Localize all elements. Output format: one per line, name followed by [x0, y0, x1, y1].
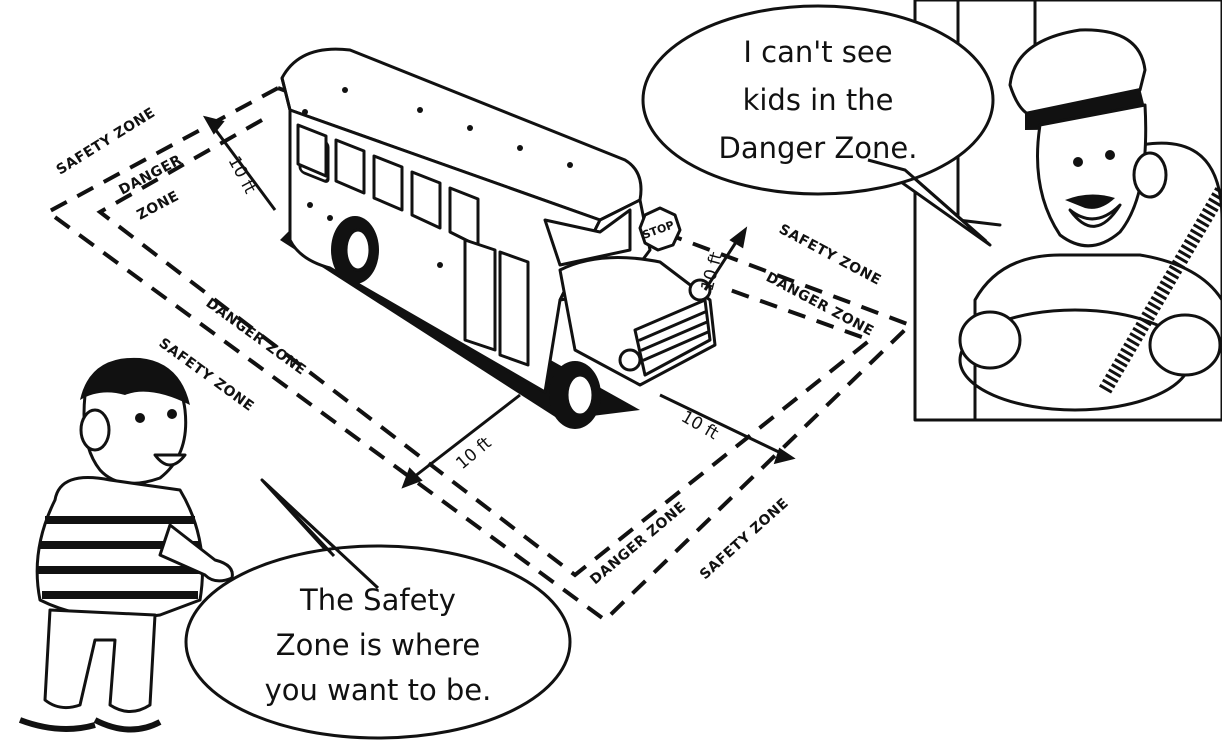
driver-speech-bubble: I can't see kids in the Danger Zone.	[641, 4, 995, 247]
label-danger-zone-front-right: DANGER ZONE	[763, 269, 876, 339]
kid-bubble-line-3: you want to be.	[265, 673, 492, 707]
kid-character	[18, 357, 234, 733]
label-safety-zone-front-right: SAFETY ZONE	[776, 221, 884, 288]
measure-side-left: 10 ft	[452, 433, 495, 474]
kid-bubble-line-1: The Safety	[299, 583, 456, 617]
measure-front: 10 ft	[698, 250, 728, 294]
driver-bubble-line-2: kids in the	[743, 83, 894, 117]
label-safety-zone-bottom: SAFETY ZONE	[697, 495, 792, 583]
measurement-arrows	[202, 115, 796, 489]
label-danger-zone-bottom: DANGER ZONE	[587, 499, 689, 588]
driver-bubble-line-3: Danger Zone.	[719, 131, 918, 165]
measure-rear: 10 ft	[224, 153, 260, 197]
driver-bubble-line-1: I can't see	[743, 35, 892, 69]
kid-bubble-line-2: Zone is where	[276, 628, 481, 662]
safety-zone-boundary	[44, 86, 914, 623]
kid-speech-bubble: The Safety Zone is where you want to be.	[184, 478, 572, 740]
danger-zone-boundary	[96, 118, 875, 578]
school-bus: STOP	[280, 47, 717, 429]
label-safety-zone-top-left: SAFETY ZONE	[54, 105, 159, 179]
label-danger-top-left-2: ZONE	[134, 188, 182, 223]
